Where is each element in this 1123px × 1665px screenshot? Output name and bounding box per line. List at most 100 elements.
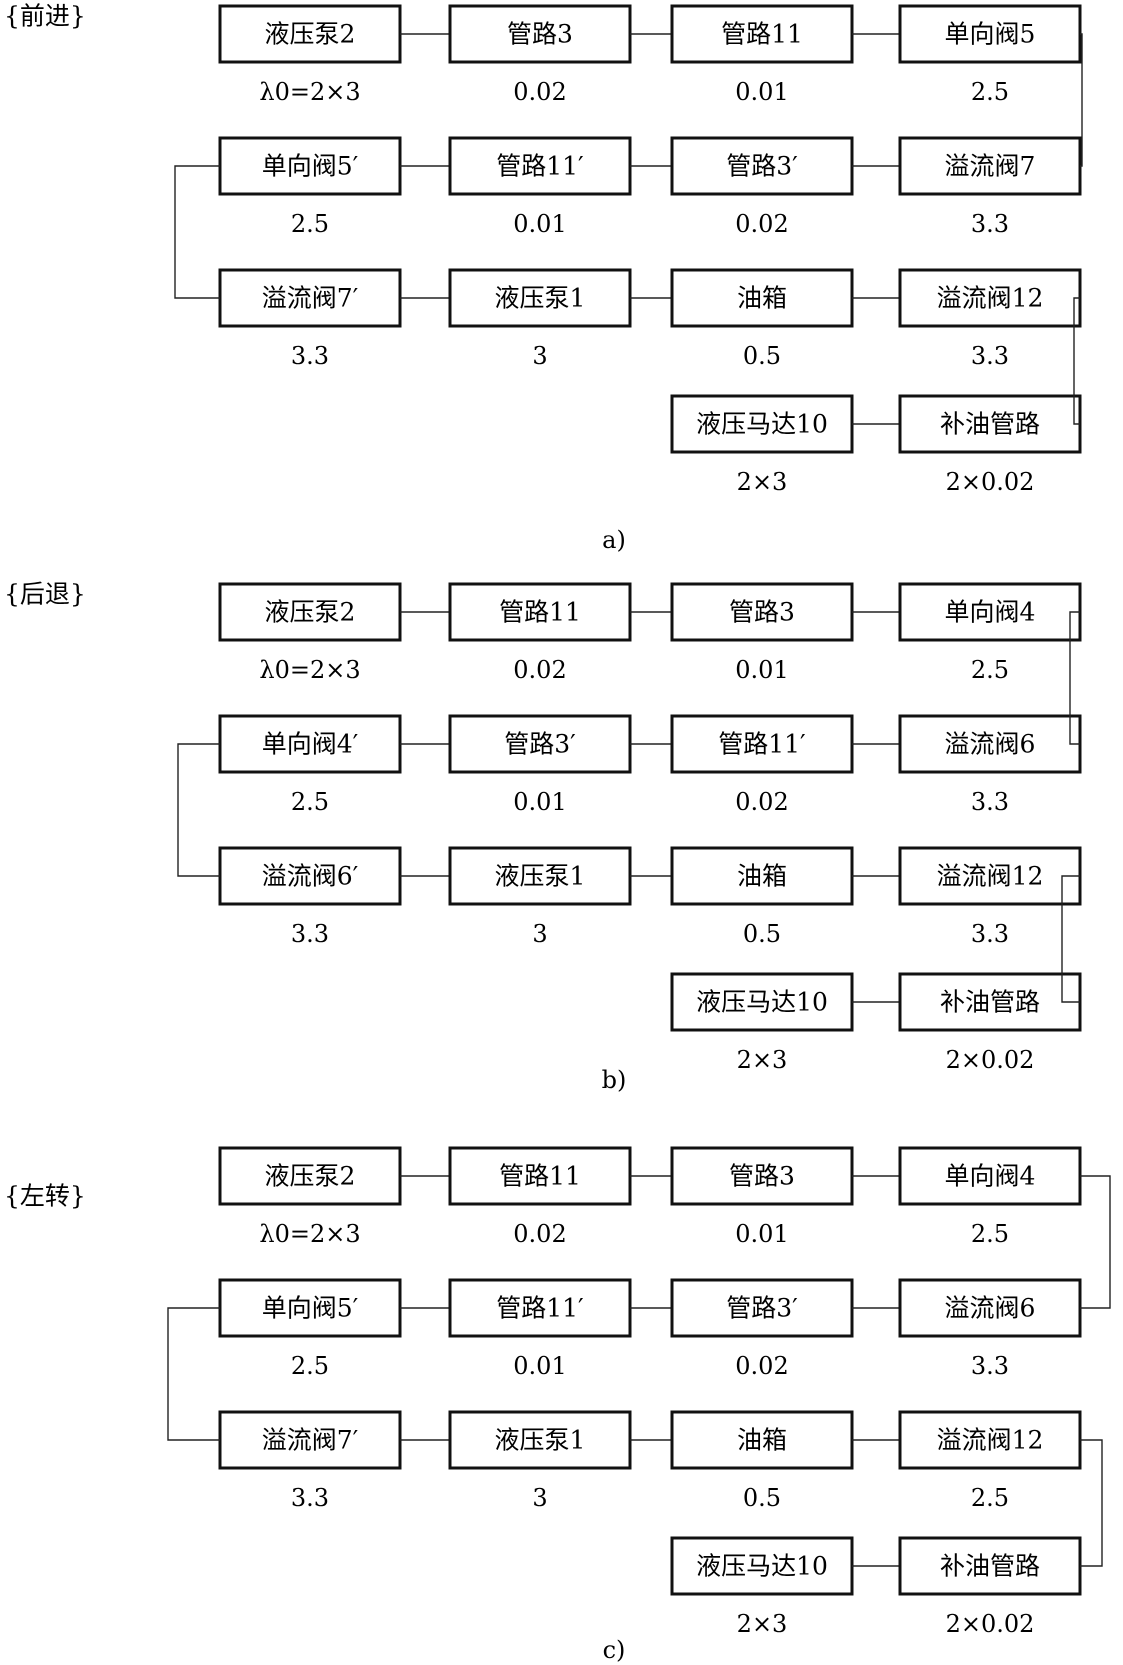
block-label: 溢流阀12 bbox=[937, 284, 1044, 313]
block-label: 管路11′ bbox=[496, 152, 584, 181]
block-label: 溢流阀6 bbox=[945, 1294, 1036, 1323]
block-value: 2.5 bbox=[971, 1220, 1009, 1248]
block-label: 管路3′ bbox=[504, 730, 576, 759]
block-box bbox=[670, 714, 854, 774]
block-box bbox=[218, 846, 402, 906]
block-value: 0.5 bbox=[743, 342, 781, 370]
block-box bbox=[898, 394, 1082, 454]
block-box bbox=[448, 4, 632, 64]
block-value: 2×0.02 bbox=[946, 1610, 1035, 1638]
block-label: 管路3′ bbox=[726, 1294, 798, 1323]
block-label: 液压泵1 bbox=[495, 862, 586, 891]
block-label: 溢流阀7′ bbox=[262, 284, 359, 313]
section-title: {后退} bbox=[4, 580, 86, 609]
block: 管路3′0.02 bbox=[670, 1278, 854, 1380]
block: 单向阀5′2.5 bbox=[218, 136, 402, 238]
block-value: 3.3 bbox=[971, 788, 1009, 816]
block-label: 油箱 bbox=[737, 862, 787, 891]
block-value: 0.01 bbox=[513, 788, 566, 816]
block-label: 管路11′ bbox=[718, 730, 806, 759]
block: 管路11 0.02 bbox=[448, 1146, 632, 1248]
block-label: 液压泵1 bbox=[495, 1426, 586, 1455]
block-value: 2×3 bbox=[737, 1610, 788, 1638]
block: 单向阀4′2.5 bbox=[218, 714, 402, 816]
block-box bbox=[218, 4, 402, 64]
section-title: {前进} bbox=[4, 2, 86, 31]
section-title: {左转} bbox=[4, 1182, 86, 1211]
section-2: {后退}b)液压泵2λ0=2×3管路110.02管路30.01单向阀42.5单向… bbox=[4, 580, 1082, 1094]
block-value: 2×3 bbox=[737, 1046, 788, 1074]
block-value: 3.3 bbox=[971, 920, 1009, 948]
block-box bbox=[898, 1278, 1082, 1338]
block-box bbox=[670, 4, 854, 64]
block-value: 2.5 bbox=[971, 78, 1009, 106]
block-label: 管路11 bbox=[499, 1162, 581, 1191]
block-box bbox=[670, 268, 854, 328]
block-label: 补油管路 bbox=[940, 410, 1040, 439]
block: 补油管路 2×0.02 bbox=[898, 972, 1082, 1074]
loop-connector-right-lower bbox=[1061, 875, 1080, 1003]
block: 单向阀4 2.5 bbox=[898, 1146, 1082, 1248]
block-value: 3.3 bbox=[291, 920, 329, 948]
block-label: 补油管路 bbox=[940, 988, 1040, 1017]
block-value: 0.02 bbox=[735, 788, 788, 816]
section-3: {左转}c)液压泵2λ0=2×3管路110.02管路30.01单向阀42.5单向… bbox=[4, 1146, 1111, 1664]
block-label: 溢流阀12 bbox=[937, 1426, 1044, 1455]
block-value: λ0=2×3 bbox=[259, 78, 360, 106]
block-value: 0.02 bbox=[735, 210, 788, 238]
block-value: 0.02 bbox=[513, 1220, 566, 1248]
loop-connector-left bbox=[167, 1307, 220, 1441]
block-label: 单向阀4 bbox=[945, 1162, 1036, 1191]
loop-connector-left bbox=[174, 165, 220, 299]
block-box bbox=[898, 582, 1082, 642]
loop-connector-right-lower bbox=[1073, 297, 1080, 425]
block-label: 管路3 bbox=[729, 598, 795, 627]
block: 管路3′ 0.01 bbox=[448, 714, 632, 816]
block-box bbox=[898, 4, 1082, 64]
block: 单向阀4 2.5 bbox=[898, 582, 1082, 684]
block-box bbox=[448, 1278, 632, 1338]
block-label: 管路3 bbox=[507, 20, 573, 49]
loop-connector-right bbox=[1080, 1175, 1111, 1309]
block-box bbox=[670, 972, 854, 1032]
block-value: 0.01 bbox=[735, 78, 788, 106]
block-label: 单向阀5′ bbox=[262, 152, 359, 181]
loop-connector-right-lower bbox=[1080, 1439, 1103, 1567]
block: 溢流阀6′ 3.3 bbox=[218, 846, 402, 948]
block: 管路11′ 0.02 bbox=[670, 714, 854, 816]
block-value: 2×0.02 bbox=[946, 468, 1035, 496]
block-box bbox=[670, 1410, 854, 1470]
block-value: 2.5 bbox=[291, 788, 329, 816]
block-label: 管路3′ bbox=[726, 152, 798, 181]
loop-connector-right bbox=[1080, 33, 1083, 167]
block-label: 补油管路 bbox=[940, 1552, 1040, 1581]
block-value: 2×3 bbox=[737, 468, 788, 496]
block-label: 管路11′ bbox=[496, 1294, 584, 1323]
block-box bbox=[898, 136, 1082, 196]
block-box bbox=[218, 136, 402, 196]
block-box bbox=[218, 582, 402, 642]
block-label: 单向阀4 bbox=[945, 598, 1036, 627]
block-box bbox=[898, 1536, 1082, 1596]
block-value: λ0=2×3 bbox=[259, 1220, 360, 1248]
block-value: 2.5 bbox=[971, 656, 1009, 684]
block-label: 管路3 bbox=[729, 1162, 795, 1191]
block-label: 液压泵2 bbox=[265, 20, 356, 49]
block-label: 溢流阀6′ bbox=[262, 862, 359, 891]
block-label: 溢流阀6 bbox=[945, 730, 1036, 759]
block-value: 2×0.02 bbox=[946, 1046, 1035, 1074]
figure-caption: a) bbox=[602, 526, 626, 554]
block: 管路11′0.01 bbox=[448, 1278, 632, 1380]
block-box bbox=[898, 714, 1082, 774]
